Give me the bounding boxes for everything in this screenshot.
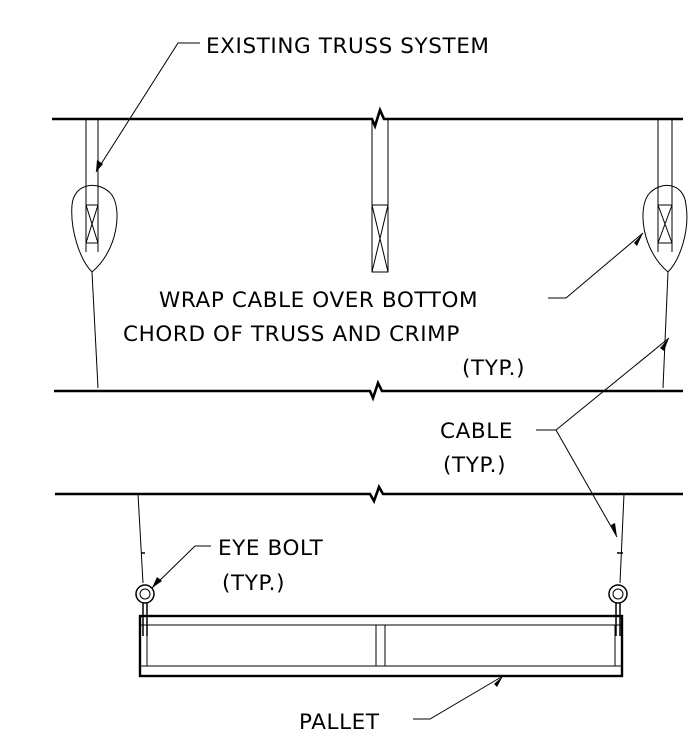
truss-member-middle bbox=[371, 119, 389, 273]
leader-pallet bbox=[413, 675, 504, 720]
hanging-cable-right bbox=[617, 493, 625, 584]
label-eye-bolt-line2: (TYP.) bbox=[222, 571, 285, 596]
cable-wrap-left bbox=[71, 184, 118, 389]
truss-member-left bbox=[85, 119, 99, 252]
label-eye-bolt-line1: EYE BOLT bbox=[218, 536, 324, 561]
pallet bbox=[138, 614, 624, 678]
label-cable-line1: CABLE bbox=[440, 419, 513, 444]
label-wrap-cable-line2: CHORD OF TRUSS AND CRIMP bbox=[123, 322, 460, 347]
leader-wrap-cable bbox=[548, 232, 644, 299]
eye-bolt-left bbox=[135, 584, 155, 636]
middle-beam-line-upper bbox=[54, 379, 683, 402]
eye-bolt-right bbox=[608, 584, 628, 636]
cable-wrap-right bbox=[642, 184, 688, 389]
middle-beam-line-lower bbox=[55, 483, 683, 505]
leader-cable-typ bbox=[536, 337, 670, 538]
leader-existing-truss bbox=[95, 42, 200, 173]
label-pallet: PALLET bbox=[299, 710, 380, 735]
label-cable-line2: (TYP.) bbox=[443, 453, 506, 478]
label-wrap-cable-line1: WRAP CABLE OVER BOTTOM bbox=[159, 288, 478, 313]
hanging-cable-left bbox=[137, 493, 145, 584]
label-existing-truss: EXISTING TRUSS SYSTEM bbox=[206, 34, 490, 59]
leader-eye-bolt bbox=[151, 545, 211, 589]
label-wrap-cable-line3: (TYP.) bbox=[462, 356, 525, 381]
truss-member-right bbox=[657, 119, 673, 252]
top-beam-line bbox=[52, 106, 683, 130]
